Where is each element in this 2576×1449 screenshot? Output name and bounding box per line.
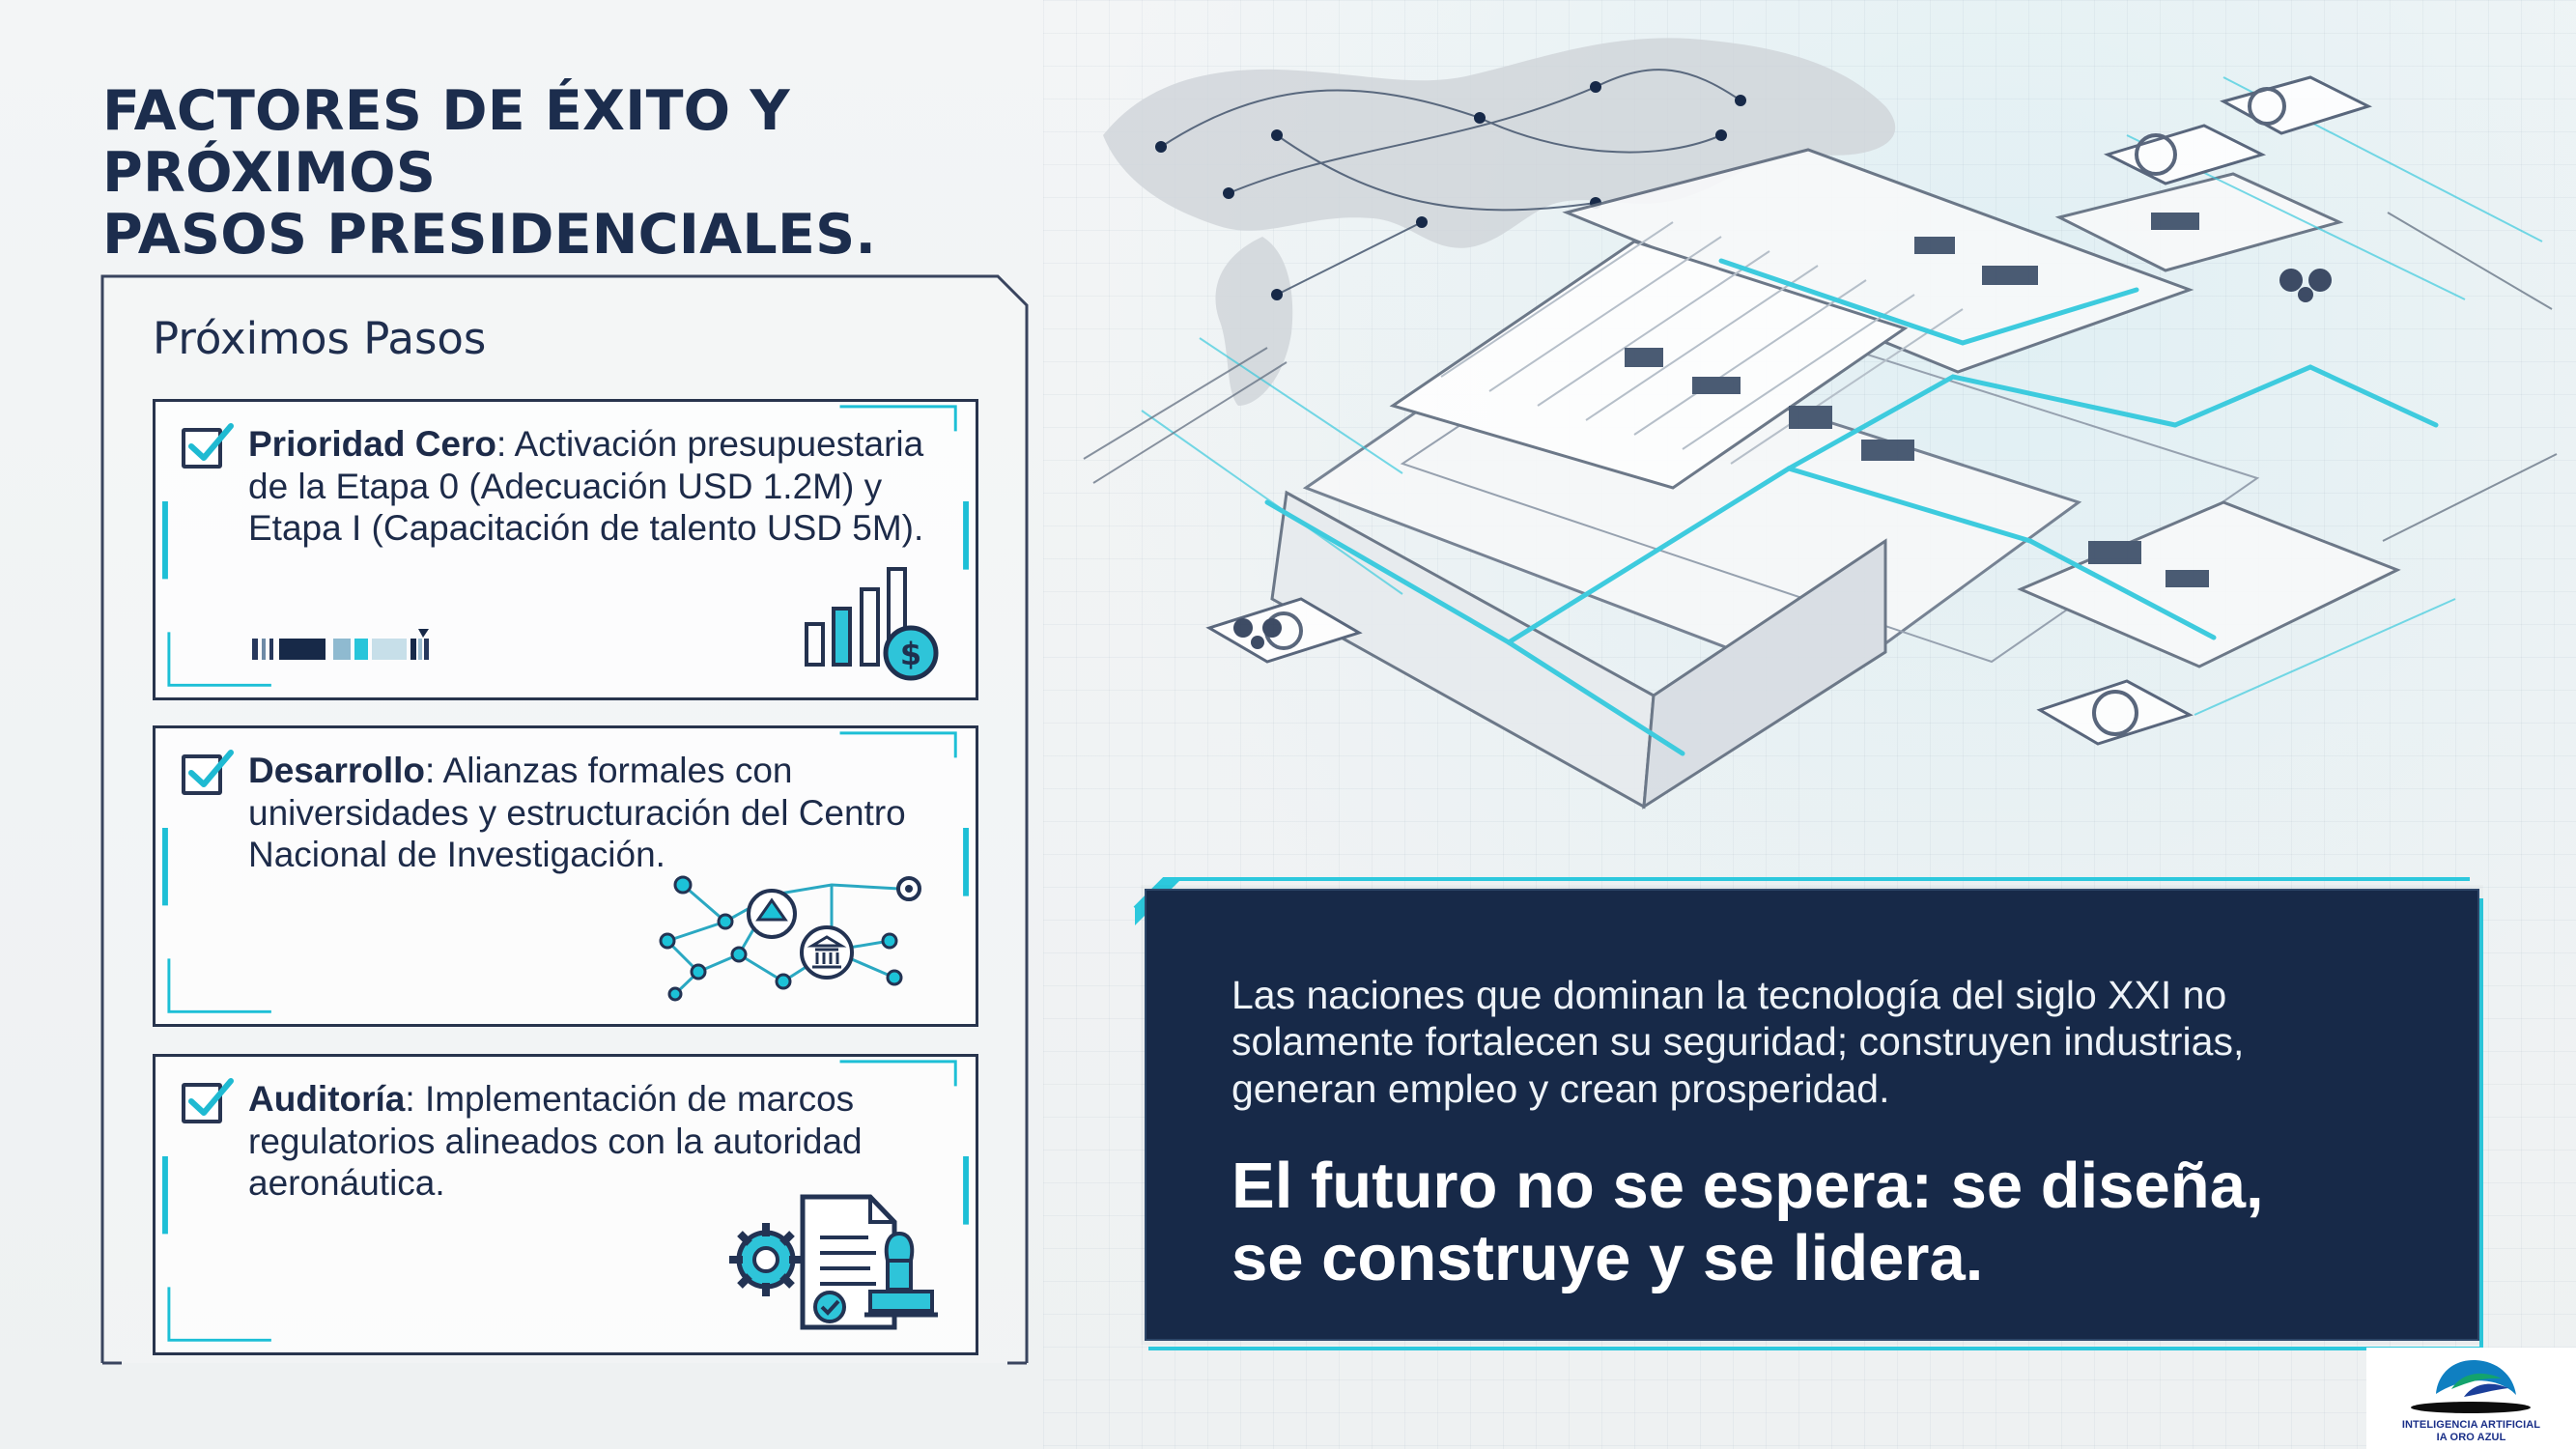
step-label-development: Desarrollo — [248, 751, 426, 790]
industrial-blueprint-icon — [1083, 38, 2558, 810]
step-text-audit: : Implementación de marcos regulatorios … — [248, 1079, 863, 1204]
bar-chart-dollar-icon: $ — [805, 567, 939, 681]
svg-text:$: $ — [900, 636, 921, 672]
page-title-line-2: PASOS PRESIDENCIALES. — [102, 202, 877, 267]
step-card-priority-zero: Prioridad Cero: Activación presupuestari… — [153, 399, 978, 700]
step-label-priority-zero: Prioridad Cero — [248, 424, 496, 464]
step-description-priority-zero: Prioridad Cero: Activación presupuestari… — [248, 423, 944, 550]
step-label-audit: Auditoría — [248, 1079, 406, 1119]
progress-strip-icon — [252, 629, 429, 660]
document-gear-stamp-icon — [729, 1194, 938, 1330]
checkbox-checked-icon — [182, 750, 234, 795]
brand-name-line-1: INTELIGENCIA ARTIFICIAL — [2401, 1419, 2541, 1431]
step-card-development: Desarrollo: Alianzas formales con univer… — [153, 725, 978, 1027]
checkbox-checked-icon — [182, 423, 234, 469]
step-text-development: : Alianzas formales con universidades y … — [248, 751, 906, 875]
quote-box: Las naciones que dominan la tecnología d… — [1145, 889, 2479, 1341]
checkbox-checked-icon — [182, 1078, 234, 1123]
next-steps-title: Próximos Pasos — [153, 313, 487, 364]
world-map-network-icon — [1103, 38, 1896, 406]
oro-azul-logo-icon — [2411, 1359, 2531, 1413]
page-title: FACTORES DE ÉXITO Y PRÓXIMOS PASOS PRESI… — [102, 79, 1088, 267]
brand-name-line-2: IA ORO AZUL — [2436, 1432, 2506, 1443]
step-description-development: Desarrollo: Alianzas formales con univer… — [248, 750, 944, 876]
oro-azul-logo: INTELIGENCIA ARTIFICIAL IA ORO AZUL — [2366, 1348, 2576, 1449]
step-description-audit: Auditoría: Implementación de marcos regu… — [248, 1078, 944, 1205]
quote-body-text: Las naciones que dominan la tecnología d… — [1231, 973, 2245, 1111]
industrial-blueprint-visual — [1055, 0, 2576, 869]
quote-highlight-text: El futuro no se espera: se diseña, se co… — [1231, 1150, 2264, 1295]
step-card-audit: Auditoría: Implementación de marcos regu… — [153, 1054, 978, 1355]
page-title-line-1: FACTORES DE ÉXITO Y PRÓXIMOS — [102, 79, 790, 205]
network-institution-icon — [659, 875, 921, 1002]
next-steps-panel: Próximos Pasos Prioridad Cero: Activació… — [100, 274, 1029, 1365]
step-text-priority-zero: : Activación presupuestaria de la Etapa … — [248, 424, 924, 549]
